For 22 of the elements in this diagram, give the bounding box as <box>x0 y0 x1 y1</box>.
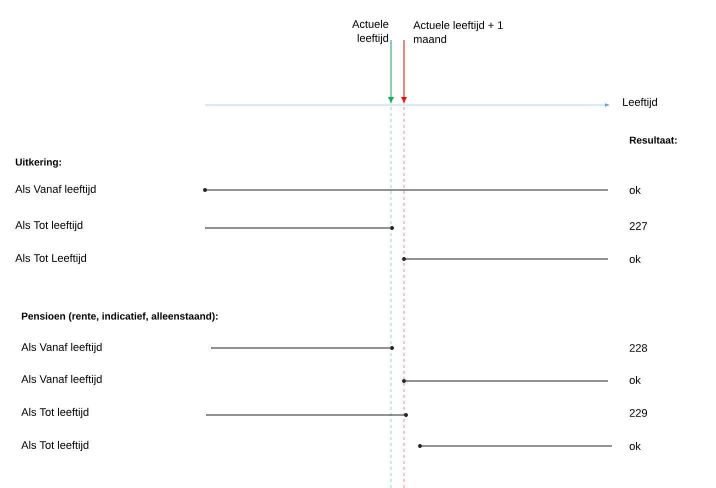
arrow <box>401 40 407 103</box>
row-label: Als Tot Leeftijd <box>15 254 86 264</box>
result-value: 227 <box>630 222 647 230</box>
row-label: Als Vanaf leeftijd <box>15 184 96 196</box>
result-value: ok <box>630 376 641 384</box>
section-heading: Uitkering: <box>16 158 61 168</box>
result-value: 228 <box>630 344 648 352</box>
arrow <box>388 40 394 103</box>
result-value: 229 <box>630 409 648 417</box>
axis-label: Actuele leeftijd + 1 maand <box>413 20 503 44</box>
result-value: ok <box>630 254 641 264</box>
row-label: Als Vanaf leeftijd <box>21 342 102 354</box>
row-label: Als Tot leeftijd <box>15 220 82 232</box>
axis-label: Actuele leeftijd <box>352 20 388 44</box>
row-label: Als Tot leeftijd <box>21 440 88 452</box>
row-label: Als Vanaf leeftijd <box>21 374 102 386</box>
result-value: ok <box>630 186 641 194</box>
result-value: ok <box>630 442 641 450</box>
row-label: Als Tot leeftijd <box>21 408 88 418</box>
column-heading: Resultaat: <box>630 136 677 144</box>
axis-label: Leeftijd <box>623 98 657 108</box>
section-heading: Pensioen (rente, indicatief, alleenstaand): <box>22 312 218 322</box>
